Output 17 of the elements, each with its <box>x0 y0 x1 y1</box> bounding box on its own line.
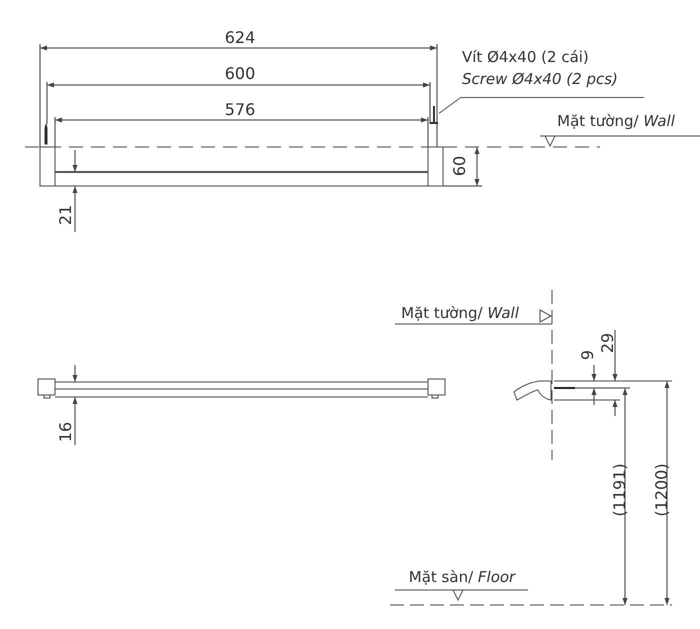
callout <box>460 48 644 98</box>
dimension-value: (1191) <box>611 463 629 517</box>
dimension-value: 600 <box>224 65 256 83</box>
dimension-value: 60 <box>451 156 469 176</box>
dimension-value: 21 <box>57 204 75 226</box>
callout-text: Screw Ø4x40 (2 pcs) <box>462 70 619 88</box>
dimension-value: 16 <box>57 422 75 442</box>
surface-label: Mặt sàn/ Floor <box>408 568 516 586</box>
surface-label: Mặt tường/ Wall <box>401 304 519 322</box>
surface-label: Mặt tường/ Wall <box>557 112 675 130</box>
leader-line <box>438 98 460 114</box>
dimension-value: (1200) <box>653 463 671 517</box>
dimension-value: 9 <box>579 350 597 360</box>
dimension-value: 624 <box>224 29 256 47</box>
dimension-value: 29 <box>599 332 617 354</box>
callout-text: Vít Ø4x40 (2 cái) <box>462 48 590 66</box>
dimension-value: 576 <box>224 101 256 119</box>
